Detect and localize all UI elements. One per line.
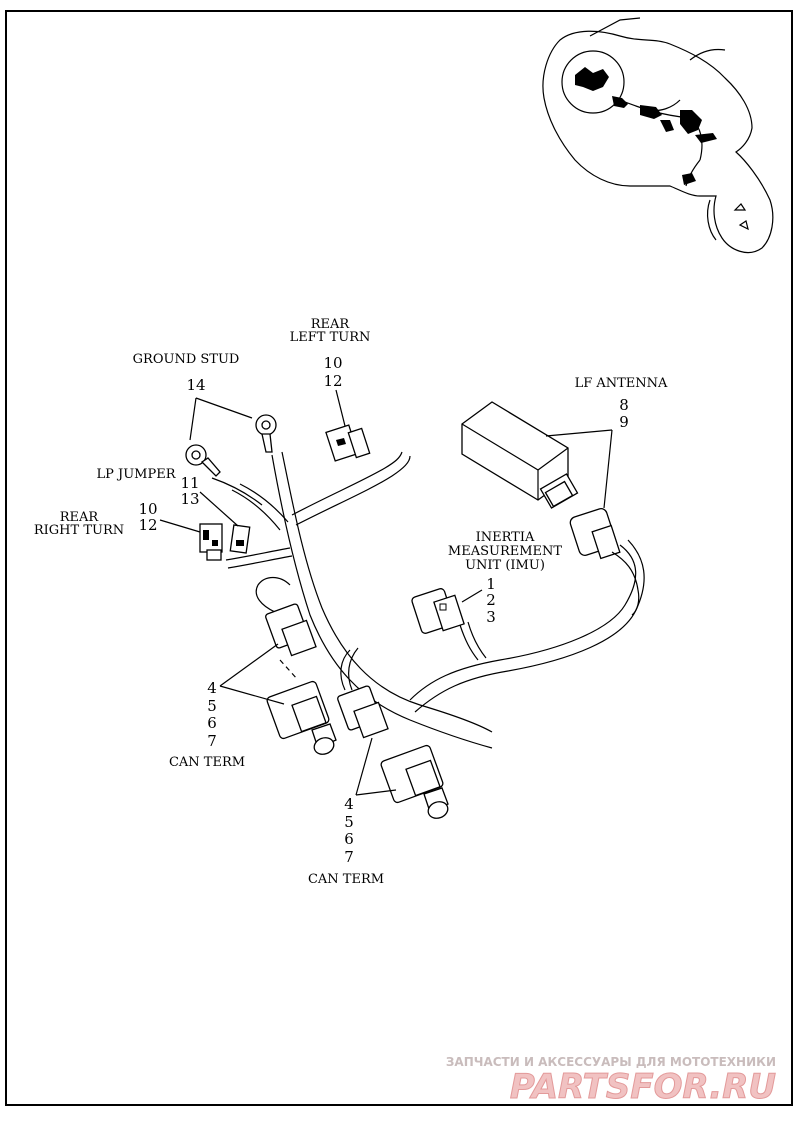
- imu-num-2: 2: [486, 591, 496, 609]
- rear-left-turn-num-2: 12: [323, 372, 342, 390]
- imu-num-1: 1: [486, 575, 496, 593]
- can-connector-left: [265, 603, 317, 681]
- ground-stud-num: 14: [186, 376, 205, 394]
- leader-lines: [159, 389, 613, 796]
- can-term-right-label: CAN TERM: [308, 872, 384, 887]
- lf-antenna-num-1: 8: [619, 396, 629, 414]
- main-harness: [211, 451, 645, 749]
- ground-stud-terminals: [185, 414, 277, 477]
- can-connector-right: [337, 685, 389, 739]
- lf-antenna-label: LF ANTENNA: [575, 376, 668, 391]
- motorcycle-locator-icon: [542, 17, 774, 253]
- can-term-right-num-1: 4: [344, 795, 354, 813]
- imu-connector: [411, 588, 465, 634]
- rear-right-turn-label-1: REAR: [60, 510, 100, 525]
- can-term-left-num-4: 7: [207, 732, 217, 750]
- can-term-right-num-4: 7: [344, 848, 354, 866]
- imu-num-3: 3: [486, 608, 496, 626]
- can-term-right-num-2: 5: [344, 813, 354, 831]
- page-frame: [5, 10, 793, 1106]
- rear-left-turn-num-1: 10: [323, 354, 342, 372]
- lp-jumper-num-2: 13: [180, 490, 199, 508]
- can-term-left: [266, 680, 337, 755]
- rear-right-turn-label-2: RIGHT TURN: [34, 523, 124, 538]
- rear-left-turn-label-2: LEFT TURN: [290, 330, 371, 345]
- can-term-left-num-1: 4: [207, 679, 217, 697]
- imu-label-2: MEASUREMENT: [448, 544, 563, 559]
- lf-antenna-connector: [569, 508, 640, 616]
- watermark-tagline: ЗАПЧАСТИ И АКСЕССУАРЫ ДЛЯ МОТОТЕХНИКИ: [446, 1055, 776, 1069]
- lp-jumper-num-1: 11: [180, 474, 199, 492]
- can-term-right-num-3: 6: [344, 830, 354, 848]
- watermark-brand: PARTSFOR.RU: [510, 1067, 776, 1107]
- can-term-left-label: CAN TERM: [169, 755, 245, 770]
- can-term-left-num-2: 5: [207, 697, 217, 715]
- imu-label-1: INERTIA: [476, 530, 535, 545]
- lp-jumper-label: LP JUMPER: [96, 467, 176, 482]
- can-term-right: [380, 744, 449, 819]
- rear-right-turn-num-2: 12: [138, 516, 157, 534]
- ground-stud-label: GROUND STUD: [133, 352, 240, 367]
- rear-left-turn-label-1: REAR: [311, 317, 351, 332]
- imu-label-3: UNIT (IMU): [465, 558, 545, 573]
- lf-antenna: [461, 401, 579, 509]
- rear-left-turn-connector: [325, 424, 371, 462]
- lf-antenna-num-2: 9: [619, 413, 629, 431]
- rear-right-turn-connector: [199, 523, 251, 561]
- rear-right-turn-num-1: 10: [138, 500, 157, 518]
- can-term-left-num-3: 6: [207, 714, 217, 732]
